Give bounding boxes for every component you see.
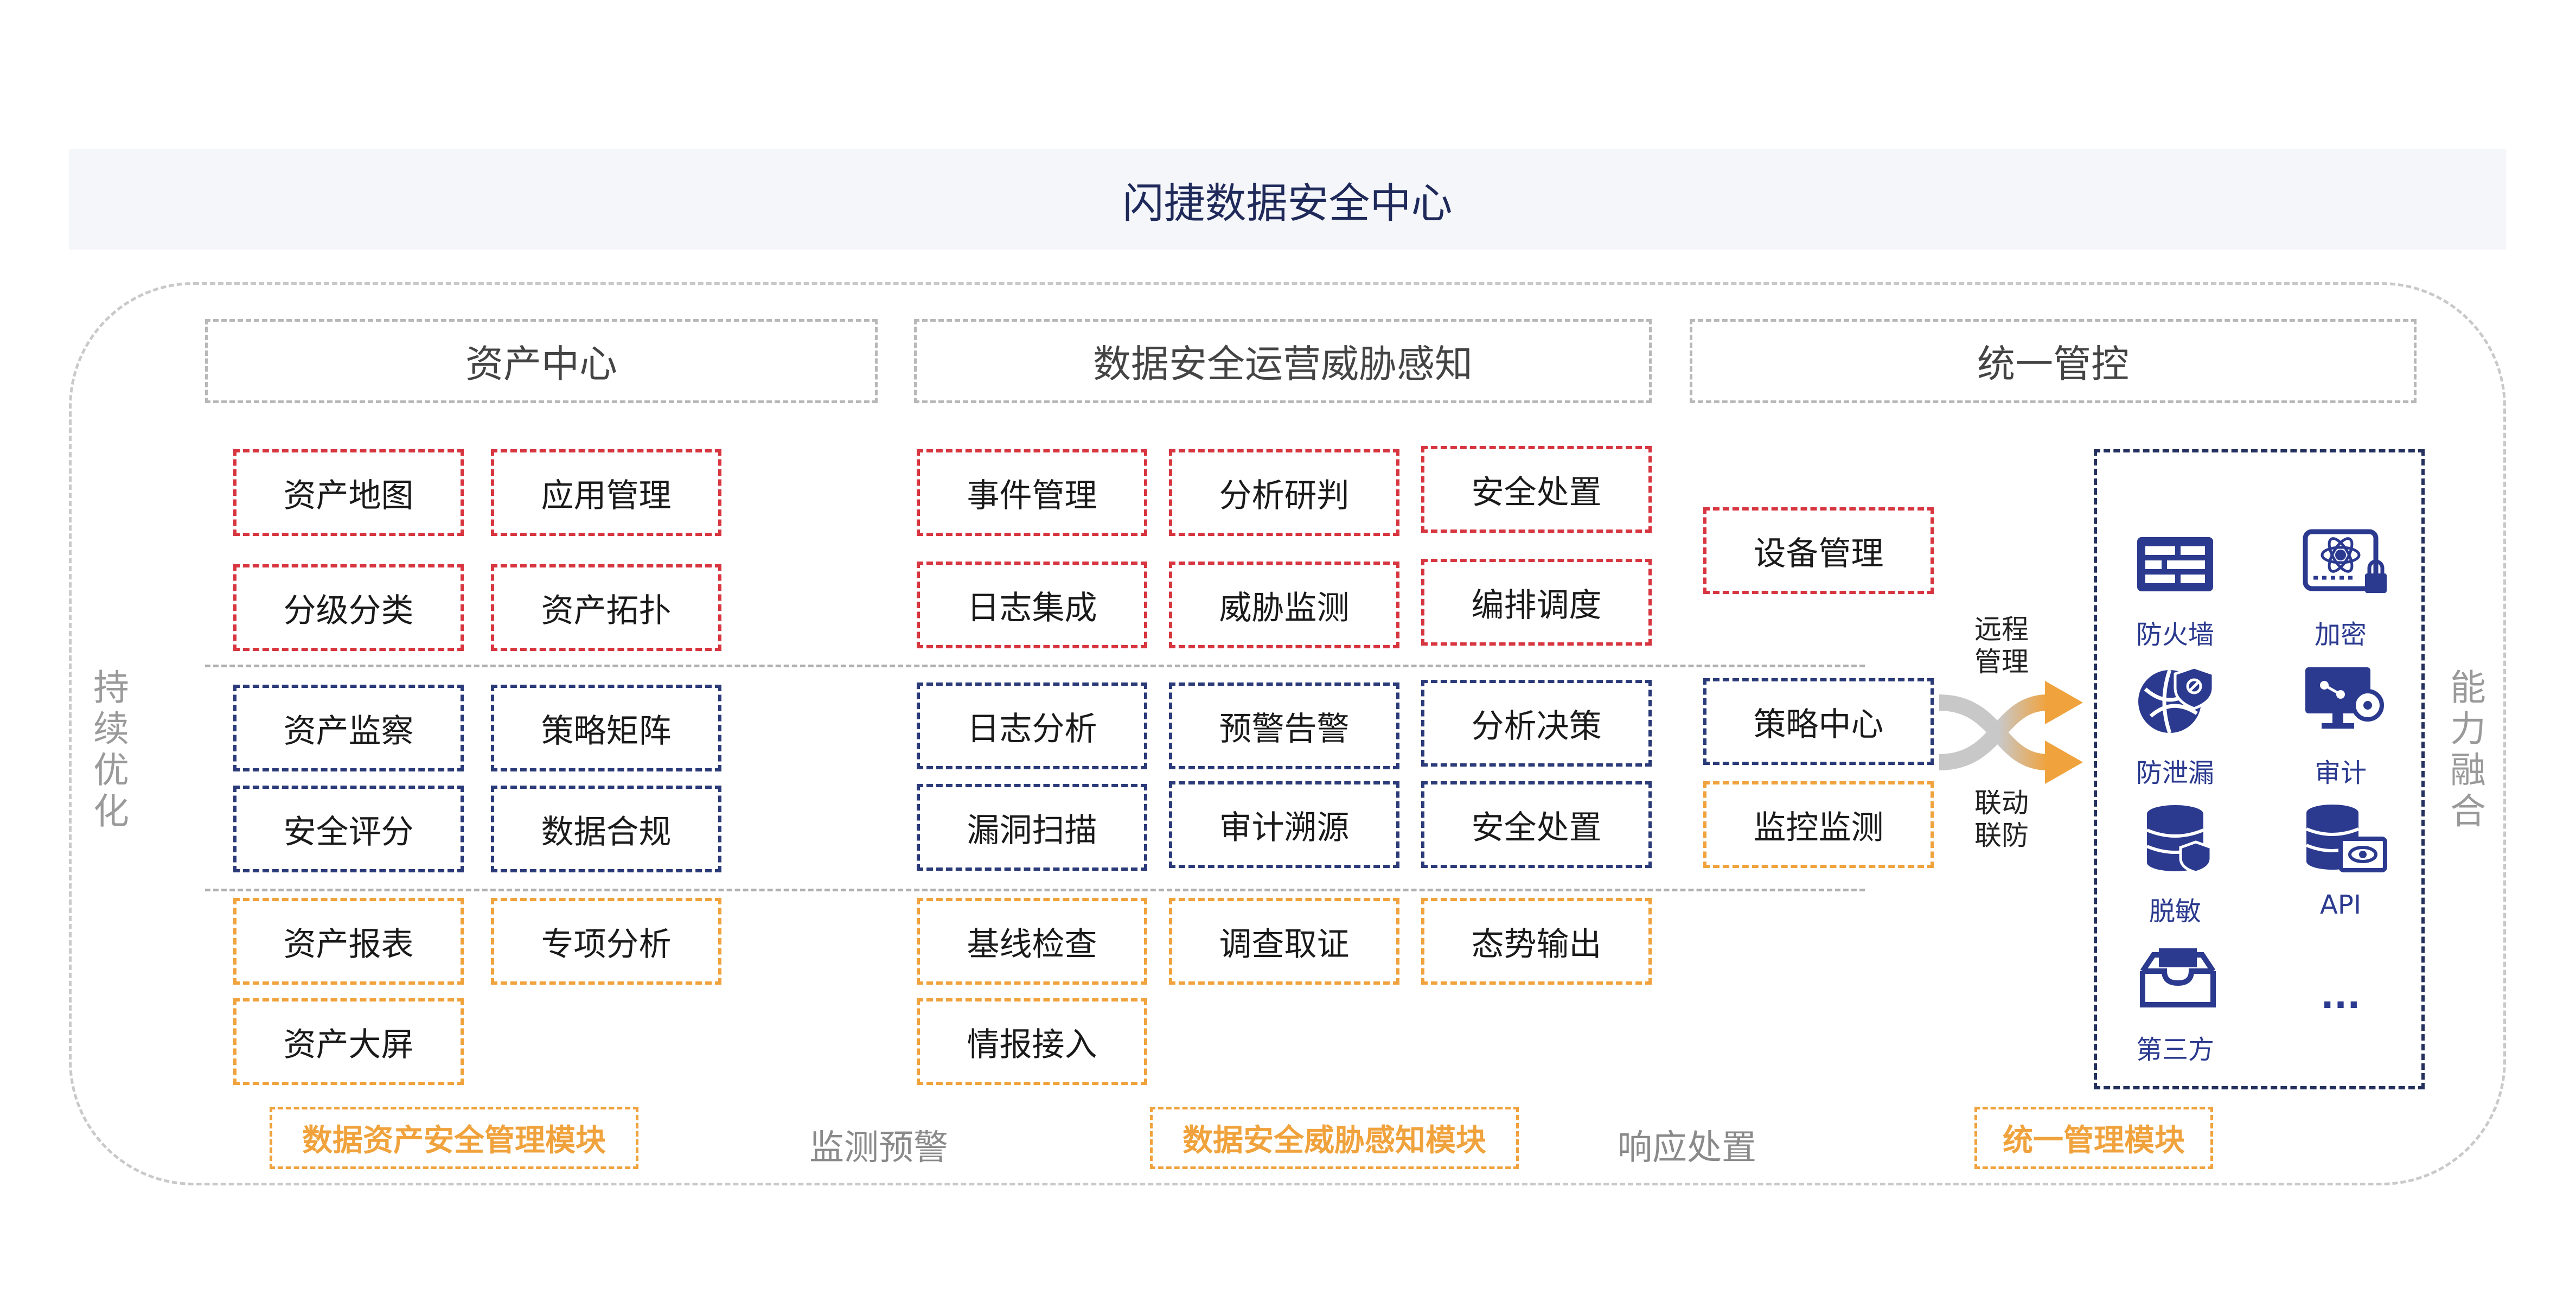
box-vuln-scan: 漏洞扫描 (917, 784, 1147, 871)
tool-label-api: API (2320, 890, 2361, 920)
box-analysis-decision: 分析决策 (1421, 680, 1652, 767)
box-investigation: 调查取证 (1169, 898, 1399, 985)
side-char: 续 (93, 708, 129, 750)
side-label-capability-fusion: 能 力 融 合 (2444, 667, 2492, 832)
side-char: 持 (93, 667, 129, 709)
leak-prevention-icon (2138, 666, 2215, 734)
box-baseline-check: 基线检查 (917, 898, 1147, 985)
box-asset-inspection: 资产监察 (233, 685, 464, 771)
box-security-score: 安全评分 (233, 786, 464, 872)
box-orchestration: 编排调度 (1421, 559, 1652, 646)
firewall-icon (2137, 537, 2213, 591)
shuffle-arrows-icon (1939, 681, 2083, 784)
tool-label-third-party: 第三方 (2136, 1035, 2214, 1065)
box-monitoring: 监控监测 (1703, 781, 1934, 868)
third-party-icon (2140, 948, 2216, 1007)
side-char: 化 (93, 790, 129, 832)
page-title: 闪捷数据安全中心 (69, 149, 2506, 250)
label-remote-management: 远程 管理 (1964, 613, 2040, 678)
box-intel-access: 情报接入 (917, 998, 1147, 1085)
side-char: 融 (2450, 749, 2486, 791)
box-asset-screen: 资产大屏 (233, 998, 464, 1085)
tool-label-leak-prevention: 防泄漏 (2136, 758, 2214, 788)
row-separator (205, 889, 1865, 891)
box-policy-matrix: 策略矩阵 (491, 685, 721, 771)
box-data-compliance: 数据合规 (491, 786, 721, 872)
data-masking-icon (2146, 805, 2213, 873)
box-early-warning: 预警告警 (1169, 682, 1399, 769)
side-char: 能 (2450, 667, 2486, 709)
tool-label-encryption: 加密 (2314, 620, 2367, 650)
box-threat-monitoring: 威胁监测 (1169, 562, 1399, 648)
more-icon: ... (2321, 977, 2361, 1017)
side-label-continuous-optimization: 持 续 优 化 (87, 667, 136, 832)
box-event-management: 事件管理 (917, 449, 1147, 536)
api-icon (2305, 805, 2387, 872)
section-header-unified-control: 统一管控 (1690, 319, 2417, 403)
module-label-unified: 统一管理模块 (1974, 1107, 2213, 1169)
box-asset-topology: 资产拓扑 (491, 564, 721, 651)
box-asset-report: 资产报表 (233, 898, 464, 985)
side-char: 合 (2450, 790, 2486, 832)
audit-icon (2305, 667, 2384, 729)
module-label-asset: 数据资产安全管理模块 (270, 1107, 638, 1169)
label-line: 管理 (1974, 646, 2029, 678)
box-asset-map: 资产地图 (233, 449, 464, 536)
box-security-disposal: 安全处置 (1421, 446, 1652, 533)
box-security-disposal-2: 安全处置 (1421, 781, 1652, 868)
tool-label-data-masking: 脱敏 (2149, 896, 2201, 927)
tool-label-firewall: 防火墙 (2136, 620, 2214, 650)
box-app-management: 应用管理 (491, 449, 721, 536)
module-label-threat: 数据安全威胁感知模块 (1150, 1107, 1519, 1169)
box-special-analysis: 专项分析 (491, 898, 721, 985)
box-audit-trace: 审计溯源 (1169, 781, 1399, 868)
side-char: 优 (93, 749, 129, 791)
box-situation-output: 态势输出 (1421, 898, 1652, 985)
box-log-analysis: 日志分析 (917, 682, 1147, 769)
box-analysis-judgment: 分析研判 (1169, 449, 1399, 536)
capability-panel (2094, 449, 2425, 1089)
box-device-management: 设备管理 (1703, 507, 1934, 594)
label-linkage-defense: 联动 联防 (1964, 787, 2040, 852)
label-line: 联动 (1974, 787, 2029, 819)
label-line: 联防 (1974, 820, 2029, 851)
section-header-asset-center: 资产中心 (205, 319, 878, 403)
section-header-threat-perception: 数据安全运营威胁感知 (914, 319, 1652, 403)
tool-label-audit: 审计 (2314, 758, 2367, 788)
label-monitor-warning: 监测预警 (809, 1128, 948, 1168)
outer-frame (69, 282, 2506, 1185)
label-response-disposal: 响应处置 (1618, 1128, 1756, 1168)
encryption-icon (2303, 529, 2387, 593)
side-char: 力 (2450, 708, 2486, 750)
box-log-integration: 日志集成 (917, 562, 1147, 648)
box-classification: 分级分类 (233, 564, 464, 651)
box-policy-center: 策略中心 (1703, 678, 1934, 765)
label-line: 远程 (1974, 614, 2029, 645)
row-separator (205, 665, 1865, 667)
